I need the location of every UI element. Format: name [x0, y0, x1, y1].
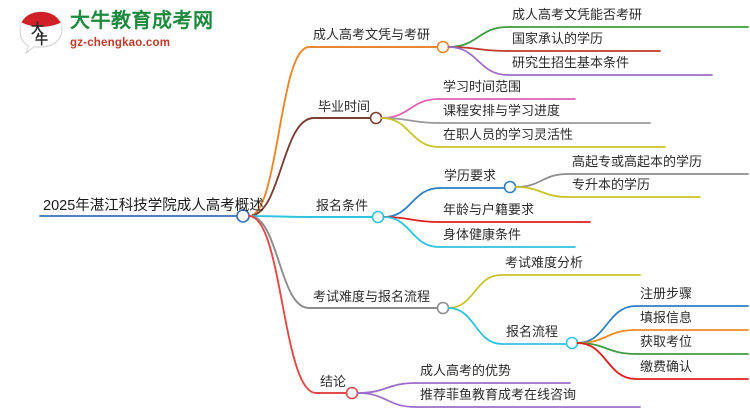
- site-url: gz-chengkao.com: [70, 37, 171, 49]
- mindmap-edge: [514, 186, 569, 198]
- mindmap-edge: [447, 307, 503, 345]
- sub-branch-label[interactable]: 学历要求: [444, 168, 497, 183]
- leaf-label[interactable]: 缴费确认: [640, 359, 693, 374]
- branch-label-2[interactable]: 毕业时间: [318, 99, 371, 114]
- mindmap-edge: [382, 216, 440, 248]
- mindmap-node-dot[interactable]: [369, 111, 383, 125]
- leaf-label[interactable]: 获取考位: [640, 334, 693, 349]
- leaf-label[interactable]: 填报信息: [640, 310, 693, 325]
- site-logo[interactable]: 大 牛 大牛教育成考网 gz-chengkao.com: [18, 8, 248, 56]
- mindmap-edge: [576, 342, 637, 380]
- mindmap-edge: [447, 46, 509, 76]
- leaf-label[interactable]: 年龄与户籍要求: [443, 202, 535, 217]
- mindmap-edge: [447, 26, 509, 48]
- mindmap-node-dot[interactable]: [436, 301, 450, 315]
- leaf-label[interactable]: 注册步骤: [640, 286, 693, 301]
- leaf-label[interactable]: 高起专或高起本的学历: [572, 154, 703, 169]
- mindmap-edge: [514, 173, 569, 188]
- mindmap-node-dot[interactable]: [345, 386, 359, 400]
- branch-label-3[interactable]: 报名条件: [316, 198, 369, 213]
- mindmap-edge: [356, 392, 417, 408]
- mindmap-edge: [248, 215, 310, 309]
- leaf-label[interactable]: 推荐菲鱼教育成考在线咨询: [420, 387, 577, 402]
- mindmap-edge: [248, 215, 317, 394]
- mindmap-node-dot[interactable]: [371, 210, 385, 224]
- mindmap-node-dot[interactable]: [503, 180, 517, 194]
- mindmap-edge: [248, 215, 313, 218]
- mindmap-edge: [447, 274, 502, 309]
- speech-bubble-logo-icon: 大 牛: [18, 10, 64, 55]
- leaf-label[interactable]: 专升本的学历: [572, 177, 651, 192]
- sub-branch-label[interactable]: 报名流程: [506, 324, 559, 339]
- mindmap-edge: [356, 382, 417, 394]
- leaf-label[interactable]: 成人高考文凭能否考研: [512, 7, 643, 22]
- root-node-label[interactable]: 2025年湛江科技学院成人高考概述: [43, 198, 264, 214]
- mindmap-edge: [248, 117, 315, 217]
- mindmap-edge: [248, 46, 310, 217]
- leaf-label[interactable]: 课程安排与学习进度: [443, 103, 561, 118]
- mindmap-node-dot[interactable]: [436, 40, 450, 54]
- leaf-label[interactable]: 学习时间范围: [443, 79, 522, 94]
- leaf-label[interactable]: 国家承认的学历: [512, 31, 604, 46]
- branch-label-1[interactable]: 成人高考文凭与考研: [313, 27, 431, 42]
- mindmap-edge: [380, 117, 440, 148]
- site-name: 大牛教育成考网: [70, 10, 214, 32]
- mindmap-edge: [380, 98, 440, 119]
- logo-text-block: 大牛教育成考网 gz-chengkao.com: [70, 10, 250, 51]
- mindmap-node-dot[interactable]: [565, 336, 579, 350]
- leaf-label[interactable]: 研究生招生基本条件: [512, 55, 630, 70]
- mindmap-edge: [382, 187, 441, 218]
- leaf-label[interactable]: 成人高考的优势: [420, 363, 512, 378]
- branch-label-4[interactable]: 考试难度与报名流程: [313, 289, 431, 304]
- leaf-label[interactable]: 考试难度分析: [505, 255, 584, 270]
- svg-text:大: 大: [31, 21, 44, 36]
- svg-text:牛: 牛: [35, 32, 48, 47]
- branch-label-5[interactable]: 结论: [320, 374, 347, 389]
- leaf-label[interactable]: 在职人员的学习灵活性: [443, 127, 574, 142]
- leaf-label[interactable]: 身体健康条件: [443, 227, 522, 242]
